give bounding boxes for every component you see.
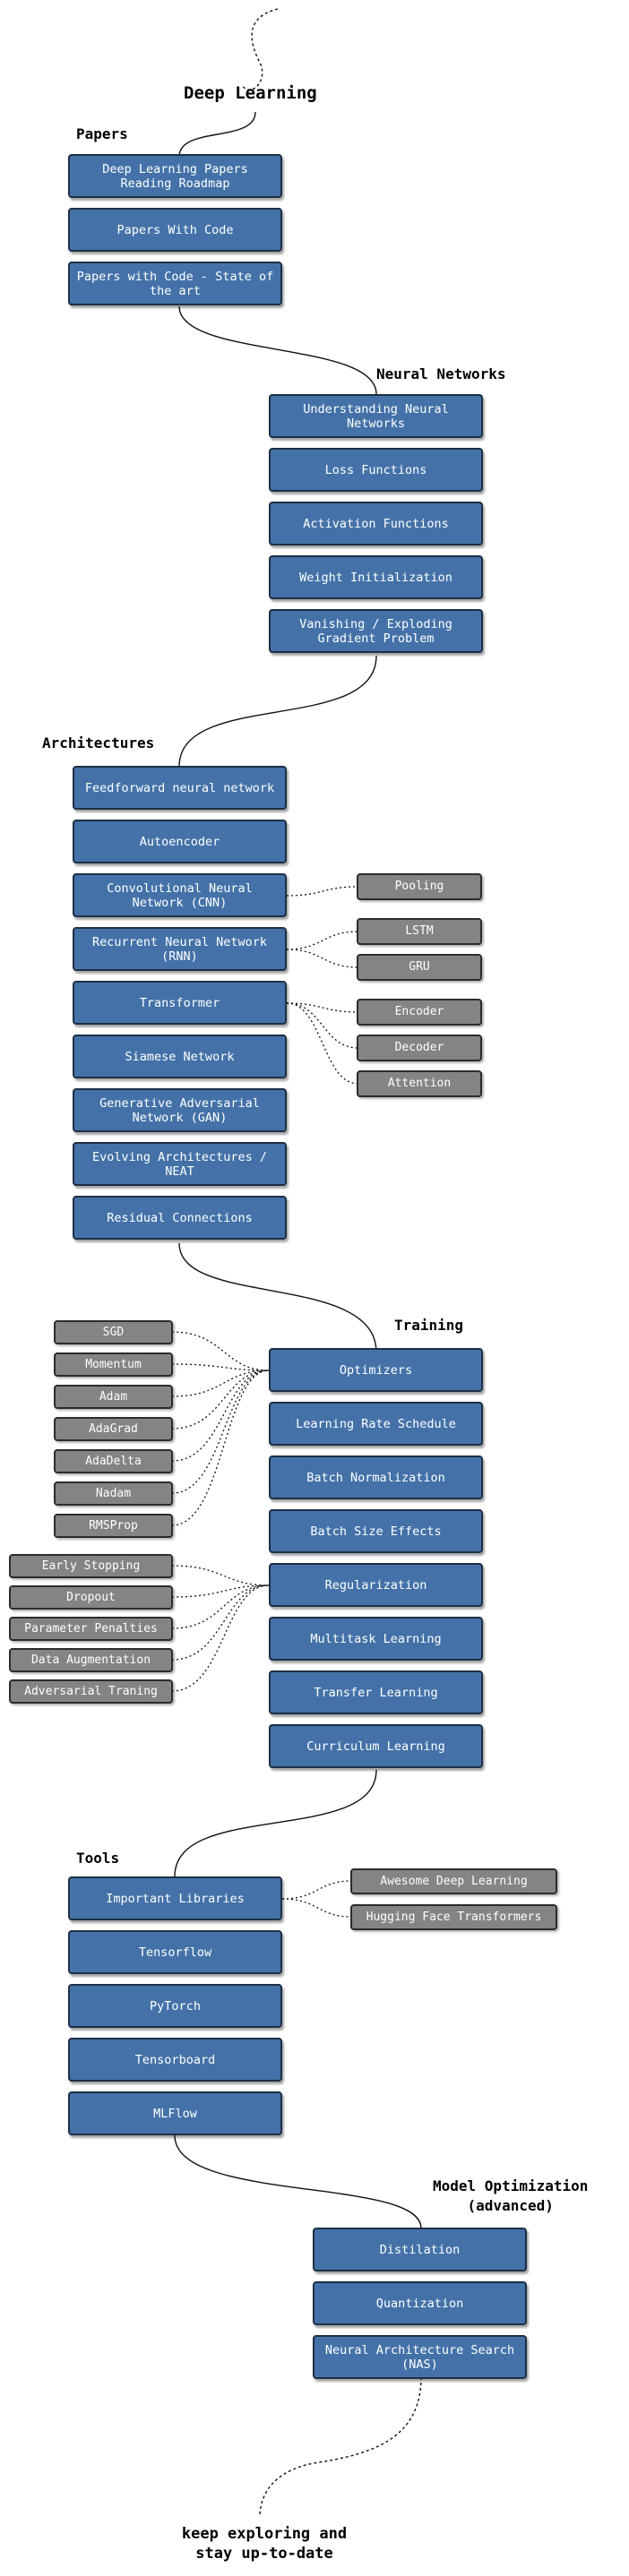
heading-training: Training: [394, 1317, 464, 1334]
subnode-gru[interactable]: GRU: [357, 954, 482, 981]
node-feedforward[interactable]: Feedforward neural network: [73, 766, 287, 810]
node-activation-functions[interactable]: Activation Functions: [269, 502, 483, 545]
heading-neural-networks: Neural Networks: [376, 365, 506, 382]
node-curriculum-learning[interactable]: Curriculum Learning: [269, 1724, 483, 1768]
subnode-nadam[interactable]: Nadam: [54, 1481, 173, 1506]
node-loss-functions[interactable]: Loss Functions: [269, 448, 483, 492]
subnode-decoder[interactable]: Decoder: [357, 1035, 482, 1061]
node-papers-roadmap[interactable]: Deep Learning Papers Reading Roadmap: [68, 154, 282, 198]
heading-tools: Tools: [76, 1850, 120, 1867]
node-siamese[interactable]: Siamese Network: [73, 1035, 287, 1078]
node-weight-initialization[interactable]: Weight Initialization: [269, 555, 483, 599]
subnode-attention[interactable]: Attention: [357, 1070, 482, 1097]
subnode-momentum[interactable]: Momentum: [54, 1352, 173, 1377]
node-distilation[interactable]: Distilation: [313, 2228, 527, 2271]
connector-adversarial-training: [171, 1584, 270, 1692]
connector-rmsprop: [171, 1370, 270, 1526]
subnode-adam[interactable]: Adam: [54, 1385, 173, 1409]
subnode-sgd[interactable]: SGD: [54, 1320, 173, 1344]
subnode-encoder[interactable]: Encoder: [357, 999, 482, 1026]
connector-sgd: [171, 1331, 270, 1371]
node-nas[interactable]: Neural Architecture Search (NAS): [313, 2335, 527, 2379]
connector-dropout: [171, 1584, 270, 1598]
node-transformer[interactable]: Transformer: [73, 981, 287, 1025]
heading-papers: Papers: [76, 125, 128, 142]
subnode-pooling[interactable]: Pooling: [357, 873, 482, 900]
connector-architectures-training: [178, 1242, 377, 1353]
subnode-adversarial-training[interactable]: Adversarial Traning: [9, 1679, 173, 1704]
node-transfer-learning[interactable]: Transfer Learning: [269, 1670, 483, 1714]
connector-papers-neural-networks: [178, 305, 377, 395]
start-connector: [241, 8, 279, 90]
node-pytorch[interactable]: PyTorch: [68, 1984, 282, 2028]
node-cnn[interactable]: Convolutional Neural Network (CNN): [73, 873, 287, 917]
connector-nadam: [171, 1370, 270, 1494]
connector-rnn-lstm: [286, 931, 359, 950]
node-gan[interactable]: Generative Adversarial Network (GAN): [73, 1088, 287, 1132]
node-tensorboard[interactable]: Tensorboard: [68, 2038, 282, 2082]
heading-model-optimization: Model Optimization (advanced): [433, 2177, 589, 2214]
node-rnn[interactable]: Recurrent Neural Network (RNN): [73, 927, 287, 971]
subnode-dropout[interactable]: Dropout: [9, 1585, 173, 1610]
node-papers-with-code[interactable]: Papers With Code: [68, 208, 282, 252]
connector-adam: [171, 1370, 270, 1397]
end-connector: [259, 2376, 422, 2518]
node-quantization[interactable]: Quantization: [313, 2281, 527, 2325]
connector-tools-model-optimization: [174, 2134, 422, 2229]
connector-deep-learning-papers: [178, 111, 256, 158]
connector-transformer-attention: [286, 1002, 359, 1085]
connector-early-stopping: [171, 1565, 270, 1586]
node-optimizers[interactable]: Optimizers: [269, 1348, 483, 1392]
connector-transformer-encoder: [286, 1002, 359, 1013]
subnode-parameter-penalties[interactable]: Parameter Penalties: [9, 1617, 173, 1641]
node-learning-rate-schedule[interactable]: Learning Rate Schedule: [269, 1402, 483, 1446]
subnode-early-stopping[interactable]: Early Stopping: [9, 1554, 173, 1578]
heading-architectures: Architectures: [42, 734, 155, 751]
node-residual[interactable]: Residual Connections: [73, 1196, 287, 1240]
connector-rnn-gru: [286, 949, 359, 968]
connector-cnn-pooling: [286, 886, 359, 897]
node-batch-normalization[interactable]: Batch Normalization: [269, 1455, 483, 1499]
node-tensorflow[interactable]: Tensorflow: [68, 1930, 282, 1974]
node-autoencoder[interactable]: Autoencoder: [73, 820, 287, 863]
connector-transformer-decoder: [286, 1002, 359, 1049]
node-multitask-learning[interactable]: Multitask Learning: [269, 1617, 483, 1661]
node-understanding-nn[interactable]: Understanding Neural Networks: [269, 394, 483, 438]
node-regularization[interactable]: Regularization: [269, 1563, 483, 1607]
connector-data-augmentation: [171, 1584, 270, 1661]
subnode-adadelta[interactable]: AdaDelta: [54, 1449, 173, 1473]
connector-neural-networks-architectures: [178, 655, 377, 768]
subnode-rmsprop[interactable]: RMSProp: [54, 1514, 173, 1538]
node-mlflow[interactable]: MLFlow: [68, 2091, 282, 2135]
subnode-lstm[interactable]: LSTM: [357, 918, 482, 945]
node-vanishing-gradient[interactable]: Vanishing / Exploding Gradient Problem: [269, 609, 483, 653]
subnode-awesome-deep-learning[interactable]: Awesome Deep Learning: [350, 1868, 557, 1894]
node-batch-size-effects[interactable]: Batch Size Effects: [269, 1509, 483, 1553]
subnode-data-augmentation[interactable]: Data Augmentation: [9, 1648, 173, 1672]
connector-training-tools: [174, 1769, 377, 1877]
connector-parameter-penalties: [171, 1584, 270, 1629]
connector-adagrad: [171, 1370, 270, 1430]
node-important-libraries[interactable]: Important Libraries: [68, 1876, 282, 1920]
node-papers-sota[interactable]: Papers with Code - State of the art: [68, 262, 282, 305]
connector-momentum: [171, 1363, 270, 1371]
node-neat[interactable]: Evolving Architectures / NEAT: [73, 1142, 287, 1186]
connector-adadelta: [171, 1370, 270, 1462]
subnode-hugging-face-transformers[interactable]: Hugging Face Transformers: [350, 1904, 557, 1930]
heading-deep-learning: Deep Learning: [184, 83, 317, 103]
connector-hugging-face: [281, 1898, 352, 1918]
connector-awesome-deep-learning: [281, 1880, 352, 1900]
heading-keep-exploring: keep exploring and stay up-to-date: [181, 2525, 348, 2563]
subnode-adagrad[interactable]: AdaGrad: [54, 1417, 173, 1441]
